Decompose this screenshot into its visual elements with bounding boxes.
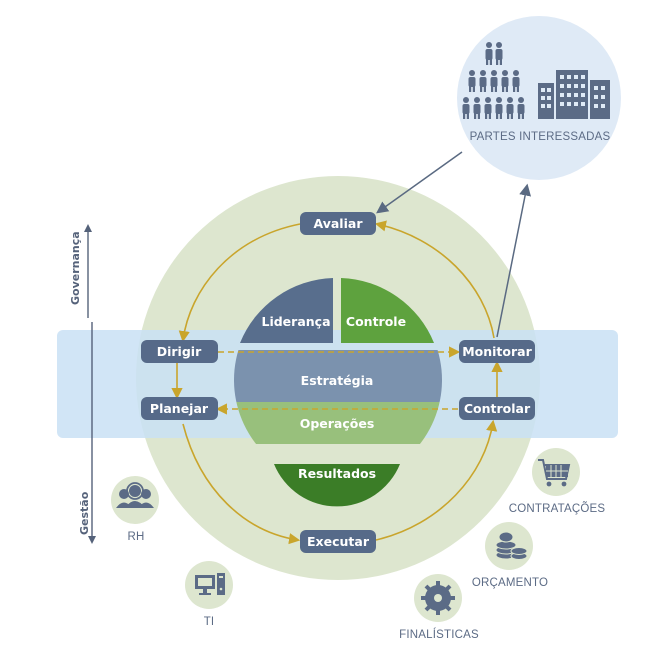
node-planejar: Planejar (141, 397, 218, 420)
orcamento-label: ORÇAMENTO (472, 577, 548, 589)
arrow-avaliar-dirigir (178, 223, 301, 343)
label-resultados: Resultados (298, 466, 376, 481)
svg-text:Avaliar: Avaliar (314, 216, 364, 231)
node-avaliar: Avaliar (300, 212, 376, 235)
arrow-planejar-executar (182, 423, 301, 545)
ti-label: TI (204, 616, 215, 628)
finalisticas-label: FINALÍSTICAS (399, 628, 479, 641)
stakeholders-label: PARTES INTERESSADAS (470, 131, 611, 143)
arrow-monitorar-stakeholders (496, 183, 532, 338)
gear-icon (421, 581, 455, 615)
buildings-icon (538, 70, 610, 119)
arrow-stakeholders-avaliar (376, 151, 463, 214)
computer-icon (195, 573, 225, 595)
gestao-label: Gestão (78, 491, 91, 535)
governanca-label: Governança (69, 231, 82, 305)
node-dirigir: Dirigir (141, 340, 218, 363)
svg-text:Executar: Executar (307, 534, 370, 549)
svg-text:Dirigir: Dirigir (157, 344, 202, 359)
arrow-monitorar-avaliar (374, 220, 495, 339)
segment-controle (341, 278, 434, 343)
people-icon (462, 42, 525, 119)
vertical-axis (84, 224, 96, 544)
svg-text:Monitorar: Monitorar (462, 344, 532, 359)
arrow-executar-controlar (375, 419, 498, 541)
cycle-arrows (171, 220, 503, 545)
segment-lideranca (240, 278, 333, 343)
shopping-cart-icon (538, 459, 571, 487)
contratacoes-label: CONTRATAÇÕES (509, 502, 606, 515)
label-lideranca: Liderança (261, 314, 330, 329)
node-executar: Executar (300, 530, 376, 553)
label-controle: Controle (346, 314, 406, 329)
rh-people-icon (116, 482, 154, 508)
rh-label: RH (127, 531, 144, 543)
rh-circle (111, 476, 159, 524)
node-monitorar: Monitorar (459, 340, 535, 363)
label-operacoes: Operações (300, 416, 375, 431)
segment-resultados (274, 464, 400, 507)
svg-text:Planejar: Planejar (150, 401, 209, 416)
svg-text:Controlar: Controlar (464, 401, 531, 416)
node-controlar: Controlar (459, 397, 535, 420)
label-estrategia: Estratégia (301, 373, 374, 388)
coins-icon (495, 531, 528, 560)
segment-estrategia (234, 350, 442, 402)
